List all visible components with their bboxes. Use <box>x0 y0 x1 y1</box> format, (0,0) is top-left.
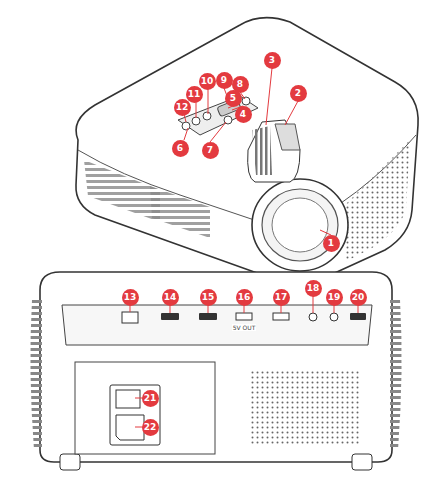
callout-number: 10 <box>199 73 216 90</box>
callout-number: 6 <box>172 140 189 157</box>
callout-number: 22 <box>142 419 159 436</box>
callout-number: 2 <box>290 85 307 102</box>
callout-number: 11 <box>186 86 203 103</box>
callout-number: 21 <box>142 390 159 407</box>
callout-number: 3 <box>264 52 281 69</box>
port-label: 5V OUT <box>232 324 257 331</box>
callout-number: 19 <box>326 289 343 306</box>
callout-number: 7 <box>202 142 219 159</box>
callout-number: 18 <box>305 280 322 297</box>
callout-number: 14 <box>162 289 179 306</box>
callout-number: 17 <box>273 289 290 306</box>
callout-number: 9 <box>216 72 233 89</box>
callout-number: 1 <box>323 235 340 252</box>
callout-number: 15 <box>200 289 217 306</box>
callout-number: 12 <box>174 99 191 116</box>
callout-number: 16 <box>236 289 253 306</box>
callout-number: 4 <box>235 106 252 123</box>
callout-number: 8 <box>232 76 249 93</box>
callout-number: 13 <box>122 289 139 306</box>
callout-number: 20 <box>350 289 367 306</box>
